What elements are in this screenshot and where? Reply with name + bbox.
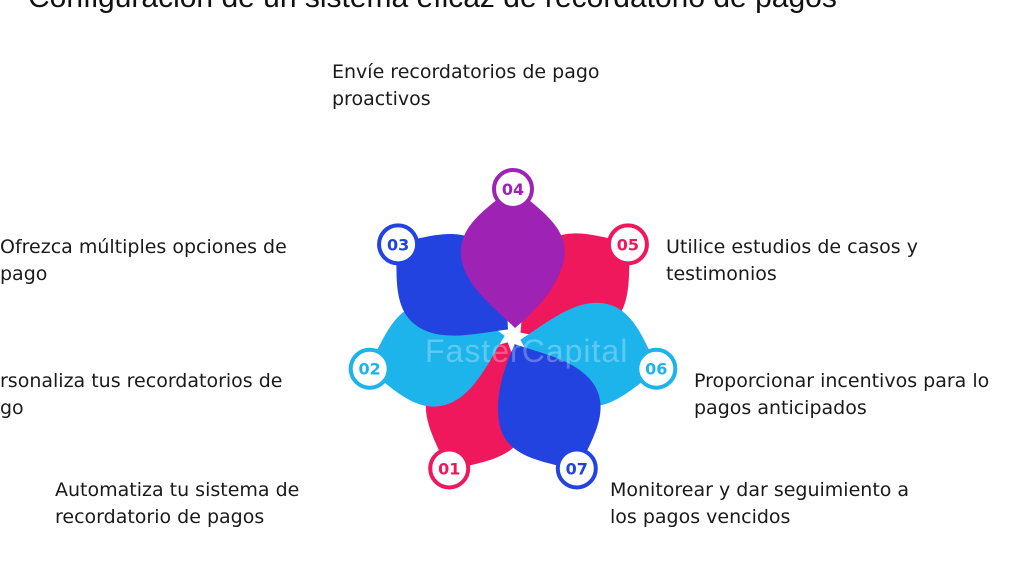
badge-03: 03 [377,223,420,266]
step-06-line2: pagos anticipados [694,397,867,419]
step-01-line2: recordatorio de pagos [55,506,265,528]
step-05-label: Utilice estudios de casos y testimonios [666,234,918,288]
step-03-line2: pago [0,263,48,285]
badge-06: 06 [635,347,678,390]
badge-circle [348,347,391,390]
badge-circle [635,347,678,390]
badge-number: 03 [387,235,409,254]
step-03-line1: Ofrezca múltiples opciones de [0,236,287,258]
petal-07 [498,344,601,469]
step-03-label: Ofrezca múltiples opciones de pago [0,234,287,288]
step-01-label: Automatiza tu sistema de recordatorio de… [55,477,299,531]
step-04-line1: Envíe recordatorios de pago [332,61,600,83]
badge-07: 07 [555,447,598,490]
badge-04: 04 [492,168,534,210]
badge-number: 01 [438,459,460,478]
badge-circle [428,447,471,490]
badge-circle [377,223,420,266]
badge-05: 05 [606,223,649,266]
step-05-line2: testimonios [666,263,777,285]
step-07-line1: Monitorear y dar seguimiento a [610,479,910,501]
badge-circle [492,168,534,210]
petal-04 [460,189,565,328]
step-06-label: Proporcionar incentivos para lo pagos an… [694,368,989,422]
badge-number: 02 [359,360,381,379]
step-02-line2: go [0,397,24,419]
badge-number: 07 [566,459,588,478]
diagram-title: Configuración de un sistema eficaz de re… [28,0,837,15]
step-04-label: Envíe recordatorios de pago proactivos [332,59,600,113]
badge-01: 01 [428,447,471,490]
badge-02: 02 [348,347,391,390]
badge-circle [555,447,598,490]
badge-circle [606,223,649,266]
badge-number: 05 [617,235,639,254]
badge-number: 04 [502,180,524,199]
step-01-line1: Automatiza tu sistema de [55,479,300,501]
step-02-line1: rsonaliza tus recordatorios de [0,370,283,392]
step-04-line2: proactivos [332,88,431,110]
step-06-line1: Proporcionar incentivos para lo [694,370,990,392]
step-02-label: rsonaliza tus recordatorios de go [0,368,282,422]
step-07-line2: los pagos vencidos [610,506,791,528]
step-05-line1: Utilice estudios de casos y [666,236,918,258]
step-07-label: Monitorear y dar seguimiento a los pagos… [610,477,909,531]
badge-number: 06 [645,360,667,379]
